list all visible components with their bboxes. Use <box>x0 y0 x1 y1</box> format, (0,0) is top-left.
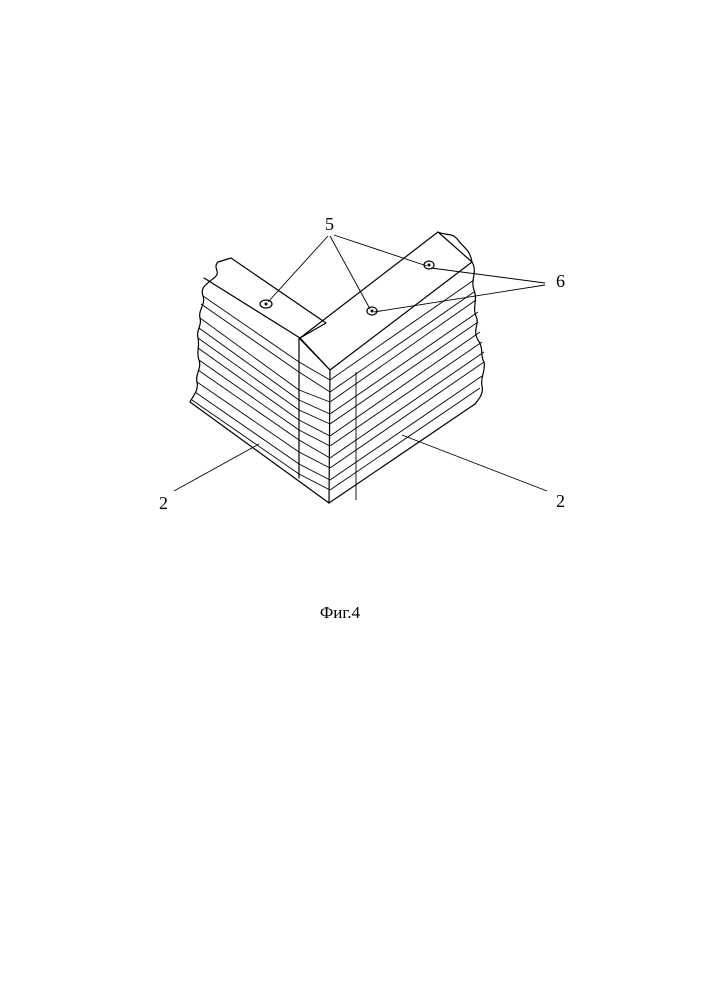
right-log-wall <box>299 232 484 503</box>
leader-6-to-middle-hole <box>374 285 545 312</box>
label-6: 6 <box>556 271 565 291</box>
leader-2-right <box>402 435 547 491</box>
label-2-right: 2 <box>556 491 565 511</box>
leader-2-left <box>174 444 259 491</box>
leader-5-to-left-hole <box>268 236 328 302</box>
leader-5-to-middle-hole <box>330 236 370 309</box>
label-2-left: 2 <box>159 493 168 513</box>
left-top-face <box>204 258 326 338</box>
left-log-wall <box>190 258 329 503</box>
left-bottom-edge <box>190 402 329 503</box>
leader-lines <box>174 235 547 491</box>
hole-left <box>260 300 272 308</box>
hole-middle <box>367 307 377 315</box>
label-5: 5 <box>325 214 334 234</box>
figure-caption: Фиг.4 <box>300 603 380 623</box>
